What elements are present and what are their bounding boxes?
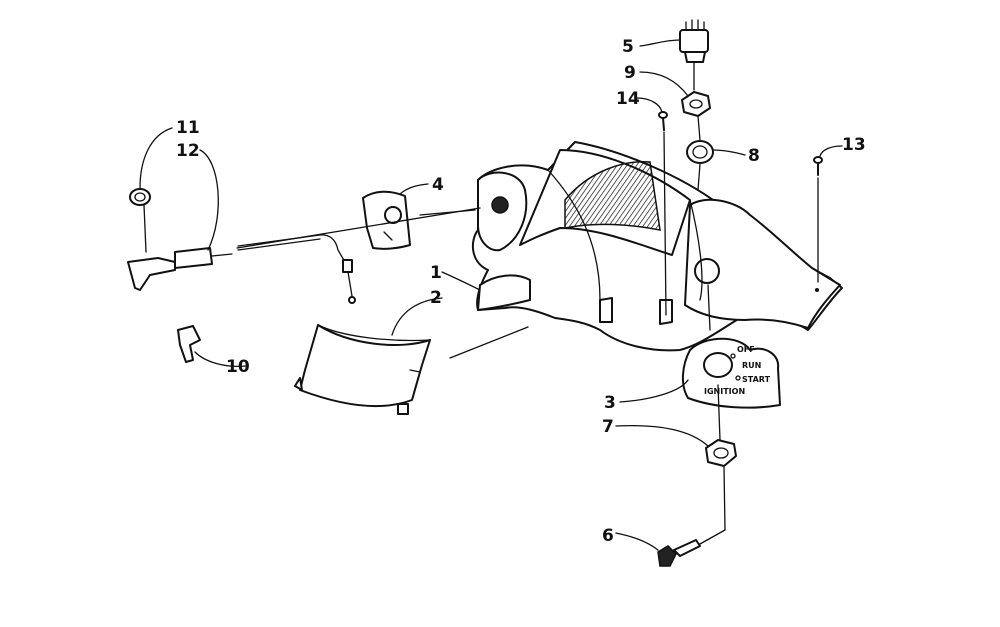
callout-10: 10 — [226, 357, 250, 377]
lock-washer — [686, 140, 714, 164]
hex-nut-lower — [705, 439, 737, 467]
ignition-plate-run: RUN — [742, 361, 761, 370]
callout-9: 9 — [624, 63, 636, 83]
screw-short — [813, 156, 823, 176]
cable-clip — [177, 325, 201, 363]
callout-labels: 1 2 3 4 5 6 7 8 9 10 11 12 13 14 — [176, 37, 866, 546]
screw-long — [658, 111, 668, 131]
console-housing — [471, 141, 843, 352]
callout-14: 14 — [616, 89, 640, 109]
callout-5: 5 — [622, 37, 634, 57]
ignition-plate-off: OFF — [737, 345, 755, 354]
callout-leaders — [139, 39, 843, 551]
cable-bracket-plate — [362, 190, 411, 250]
lower-cover-panel — [294, 324, 431, 415]
callout-1: 1 — [430, 263, 442, 283]
callout-3: 3 — [604, 393, 616, 413]
callout-7: 7 — [602, 417, 614, 437]
callout-2: 2 — [430, 288, 442, 308]
assembly-lines — [236, 61, 819, 545]
choke-cable-assembly — [127, 188, 356, 304]
callout-13: 13 — [842, 135, 866, 155]
callout-11: 11 — [176, 118, 200, 138]
callout-8: 8 — [748, 146, 760, 166]
callout-12: 12 — [176, 141, 200, 161]
hex-nut-upper — [681, 91, 711, 117]
ignition-plate: OFF RUN START IGNITION — [682, 337, 781, 409]
ignition-plate-title: IGNITION — [704, 387, 745, 396]
ignition-key — [657, 539, 701, 567]
ignition-switch — [679, 19, 709, 63]
callout-6: 6 — [602, 526, 614, 546]
ignition-plate-start: START — [742, 375, 771, 384]
callout-4: 4 — [432, 175, 444, 195]
